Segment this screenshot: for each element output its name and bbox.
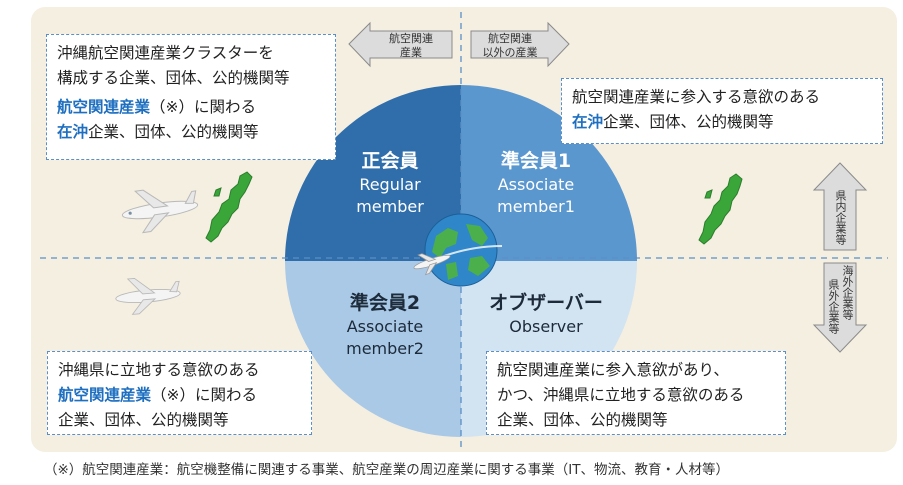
text-line: 航空関連産業（※）に関わる — [58, 383, 301, 408]
text-fragment: 企業、団体、公的機関等 — [88, 123, 259, 141]
label-en: Associate — [497, 175, 575, 194]
highlight-text: 航空関連産業 — [58, 386, 152, 404]
label-jp: 準会員1 — [500, 150, 572, 172]
text-line: 航空関連産業に参入意欲があり、 — [497, 361, 729, 379]
regular-member-description: 沖縄航空関連産業クラスターを 構成する企業、団体、公的機関等 航空関連産業（※）… — [46, 34, 336, 160]
membership-circle — [285, 85, 637, 437]
arrow-label-line: 航空関連 — [488, 32, 532, 45]
footnote: （※）航空関連産業：航空機整備に関連する事業、航空産業の周辺産業に関する事業（I… — [44, 462, 730, 478]
right-arrow-shape — [470, 21, 570, 68]
text-line: 構成する企業、団体、公的機関等 — [57, 69, 290, 87]
text-fragment: （※）に関わる — [150, 98, 257, 116]
highlight-text: 在沖 — [572, 113, 604, 131]
down-arrow-label-1: 海外企業等 — [841, 265, 854, 320]
airplane-icon — [121, 189, 199, 234]
label-en: member — [356, 197, 424, 216]
text-line: 航空関連産業（※）に関わる — [57, 95, 325, 120]
text-line: 企業、団体、公的機関等 — [497, 411, 668, 429]
label-en: member1 — [497, 197, 575, 216]
text-line: 沖縄県に立地する意欲のある — [58, 361, 260, 379]
associate2-label: 準会員2 Associate member2 — [320, 290, 450, 360]
arrow-label-line: 航空関連 — [389, 32, 433, 45]
arrow-label-line: 産業 — [400, 46, 422, 59]
label-en: member2 — [346, 339, 424, 358]
arrow-label-line: 以外の産業 — [482, 46, 538, 59]
down-arrow-shape — [812, 262, 868, 353]
associate1-label: 準会員1 Associate member1 — [476, 148, 596, 218]
label-jp: 準会員2 — [349, 292, 421, 314]
quadrant-regular — [285, 85, 461, 261]
text-line: 航空関連産業に参入する意欲のある — [572, 88, 821, 106]
label-jp: オブザーバー — [489, 292, 603, 314]
text-fragment: （※）に関わる — [151, 386, 258, 404]
airplane-icon-2 — [115, 277, 181, 315]
text-fragment: 企業、団体、公的機関等 — [603, 113, 774, 131]
up-arrow-shape — [812, 162, 868, 251]
down-arrow-label-2: 県外企業等 — [827, 279, 840, 334]
left-arrow-shape — [348, 21, 453, 68]
quadrant-associate2 — [285, 261, 461, 437]
quadrant-associate1 — [461, 85, 637, 261]
label-jp: 正会員 — [361, 150, 419, 172]
left-arrow-label: 航空関連 産業 — [372, 32, 450, 60]
label-en: Associate — [346, 317, 424, 336]
label-en: Regular — [359, 175, 421, 194]
text-line: 企業、団体、公的機関等 — [58, 411, 229, 429]
up-arrow-label: 県内企業等 — [834, 190, 847, 245]
okinawa-island-icon-2 — [698, 173, 743, 245]
observer-description: 航空関連産業に参入意欲があり、 かつ、沖縄県に立地する意欲のある 企業、団体、公… — [486, 351, 786, 435]
highlight-text: 航空関連産業 — [57, 98, 151, 116]
text-line: 沖縄航空関連産業クラスターを — [57, 44, 274, 62]
okinawa-island-icon — [205, 171, 253, 243]
observer-label: オブザーバー Observer — [476, 290, 616, 338]
globe-icon — [413, 213, 503, 287]
highlight-text: 在沖 — [57, 123, 89, 141]
associate1-description: 航空関連産業に参入する意欲のある 在沖企業、団体、公的機関等 — [561, 78, 883, 144]
text-line: かつ、沖縄県に立地する意欲のある — [497, 386, 745, 404]
label-en: Observer — [509, 317, 583, 336]
associate2-description: 沖縄県に立地する意欲のある 航空関連産業（※）に関わる 企業、団体、公的機関等 — [47, 351, 312, 435]
right-arrow-label: 航空関連 以外の産業 — [470, 32, 550, 60]
text-line: 在沖企業、団体、公的機関等 — [572, 110, 872, 135]
text-line: 在沖企業、団体、公的機関等 — [57, 120, 325, 145]
regular-member-label: 正会員 Regular member — [330, 148, 450, 218]
